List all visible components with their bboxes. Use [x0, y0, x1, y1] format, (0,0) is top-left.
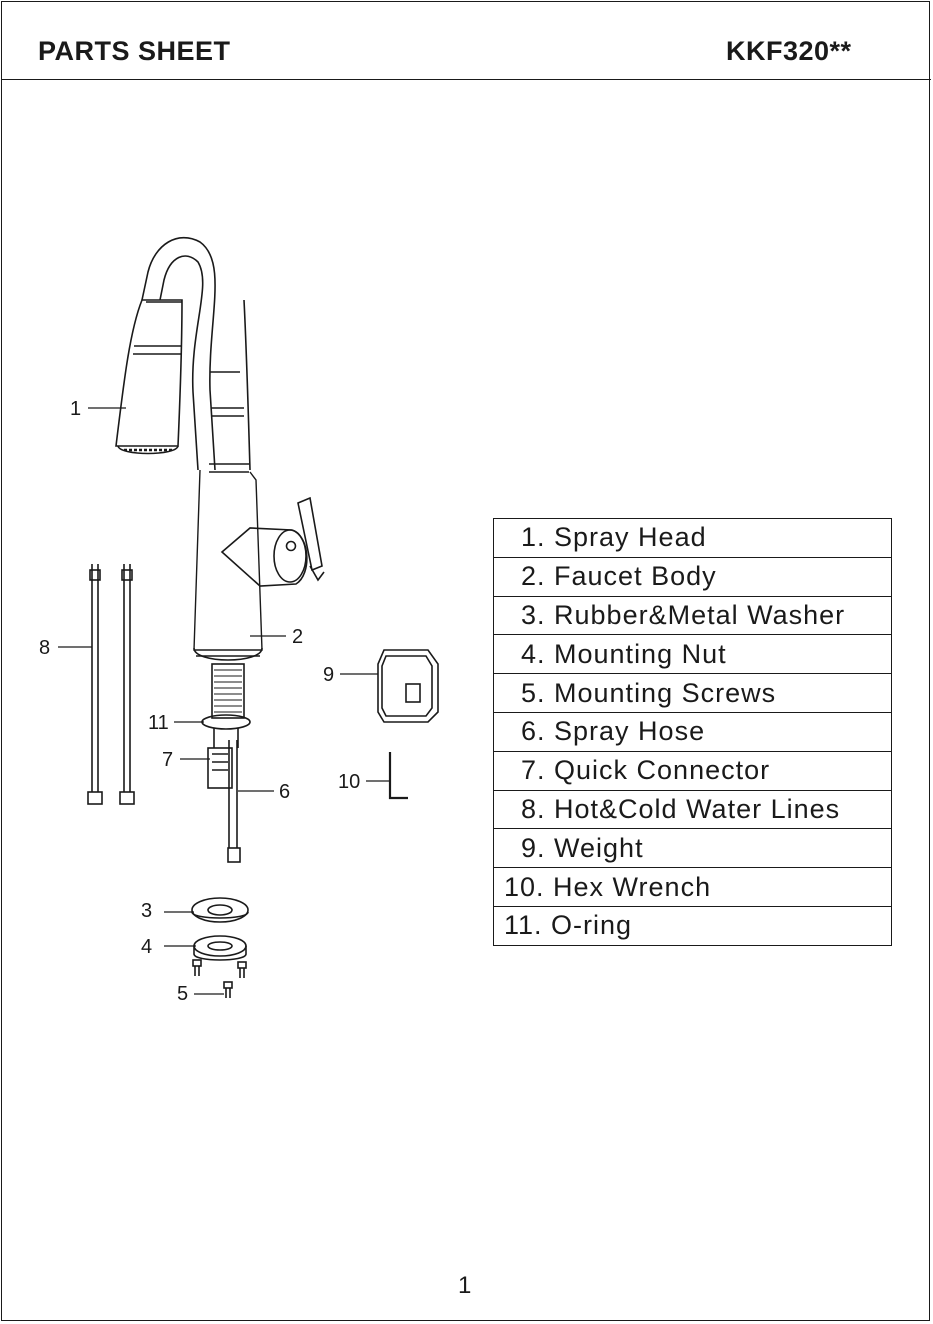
callout-10: 10	[338, 771, 360, 793]
part-entry: 8. Hot&Cold Water Lines	[494, 790, 892, 829]
parts-list-table: 1. Spray Head 2. Faucet Body 3. Rubber&M…	[493, 518, 892, 946]
callout-4: 4	[141, 936, 152, 958]
callout-2: 2	[292, 626, 303, 648]
callout-5: 5	[177, 983, 188, 1005]
table-row: 2. Faucet Body	[494, 557, 892, 596]
water-lines-drawing	[88, 564, 134, 804]
table-row: 4. Mounting Nut	[494, 635, 892, 674]
table-row: 6. Spray Hose	[494, 712, 892, 751]
o-ring-drawing	[202, 715, 250, 729]
spray-hose-drawing	[228, 740, 240, 862]
callout-3: 3	[141, 900, 152, 922]
callout-6: 6	[279, 781, 290, 803]
part-entry: 4. Mounting Nut	[494, 635, 892, 674]
table-row: 8. Hot&Cold Water Lines	[494, 790, 892, 829]
part-entry: 6. Spray Hose	[494, 712, 892, 751]
part-entry: 2. Faucet Body	[494, 557, 892, 596]
table-row: 5. Mounting Screws	[494, 674, 892, 713]
part-entry: 1. Spray Head	[494, 519, 892, 558]
table-row: 1. Spray Head	[494, 519, 892, 558]
callout-1: 1	[70, 398, 81, 420]
part-entry: 3. Rubber&Metal Washer	[494, 596, 892, 635]
callout-7: 7	[162, 749, 173, 771]
table-row: 10. Hex Wrench	[494, 868, 892, 907]
mounting-nut-drawing	[194, 936, 246, 960]
callout-9: 9	[323, 664, 334, 686]
weight-drawing	[378, 650, 438, 722]
table-row: 3. Rubber&Metal Washer	[494, 596, 892, 635]
leader-lines	[58, 408, 390, 994]
table-row: 7. Quick Connector	[494, 751, 892, 790]
washer-drawing	[192, 898, 248, 922]
part-entry: 11. O-ring	[494, 906, 892, 945]
callout-8: 8	[39, 637, 50, 659]
part-entry: 5. Mounting Screws	[494, 674, 892, 713]
part-entry: 9. Weight	[494, 829, 892, 868]
part-entry: 7. Quick Connector	[494, 751, 892, 790]
table-row: 9. Weight	[494, 829, 892, 868]
table-row: 11. O-ring	[494, 906, 892, 945]
part-entry: 10. Hex Wrench	[494, 868, 892, 907]
hex-wrench-drawing	[390, 752, 408, 798]
threaded-shank-drawing	[212, 664, 244, 718]
page-number: 1	[458, 1272, 471, 1300]
callout-11: 11	[148, 712, 169, 734]
quick-connector-drawing	[208, 728, 238, 788]
mounting-screws-drawing	[193, 960, 246, 998]
spray-head-drawing	[116, 300, 182, 454]
